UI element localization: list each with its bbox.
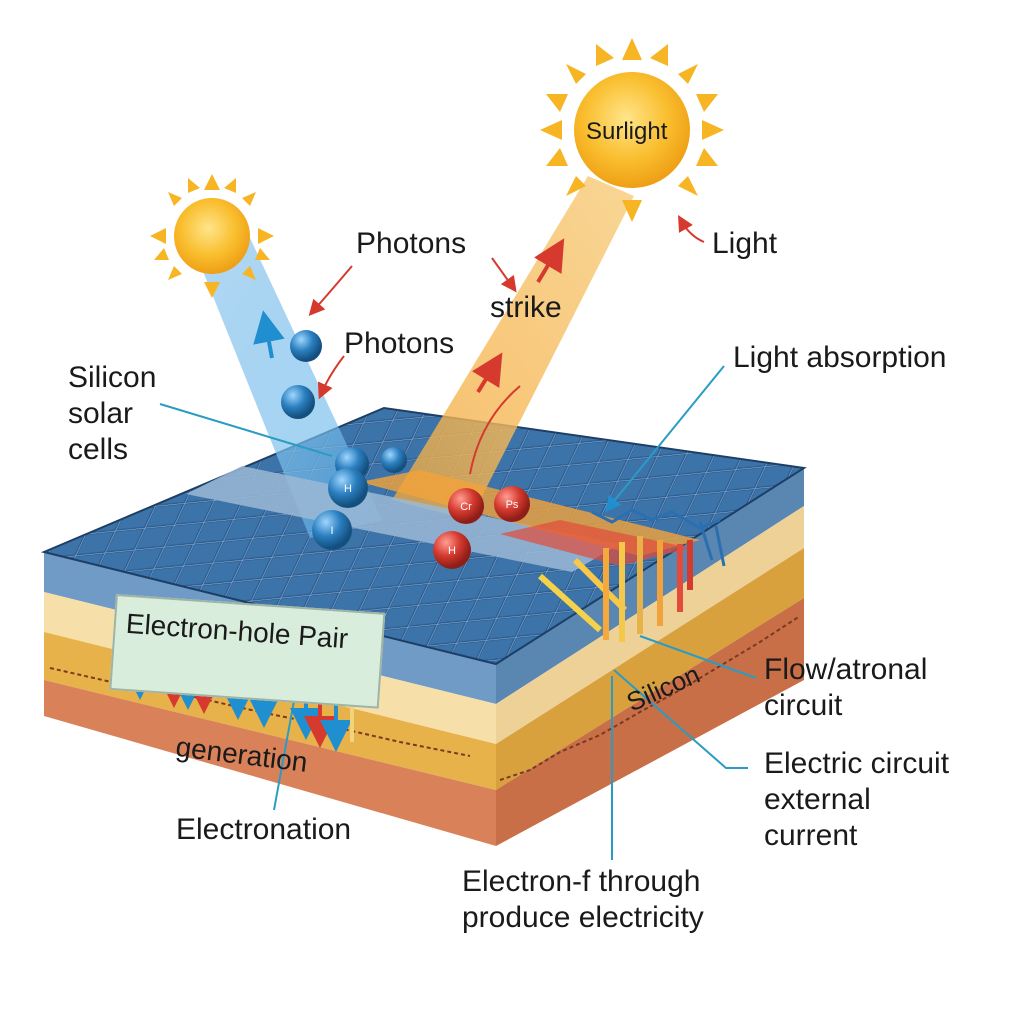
orange-light-beam [392,176,634,520]
particle-label: H [448,545,456,557]
photons-label-middle: Photons [344,327,455,360]
hole-ball [494,486,530,522]
flow-circuit-label: Flow/atronal circuit [764,653,928,722]
sun-large-icon [540,38,724,222]
particle-label: Cr [460,501,472,513]
photon-ball [290,330,322,362]
sun-small-icon [150,174,274,298]
strike-label: strike [490,291,562,324]
particle-label: Ps [506,499,519,511]
electron-flow-label: Electron-f through produce electricity [462,865,704,934]
photons-label-top: Photons [356,227,467,260]
photon-ball [281,385,315,419]
particle-label: H [344,483,352,495]
hole-ball [433,531,471,569]
photon-ball [381,447,407,473]
current-flow-strips [186,466,726,642]
electron-ball [312,510,352,550]
silicon-solar-cells-label: Silicon solar cells [68,361,157,466]
electron-hole-pair-label: Electron-hole Pair [109,594,386,709]
light-absorption-label: Light absorption [733,341,947,374]
particle-label: I [330,525,333,537]
sunlight-label: Surlight [586,118,668,145]
silicon-block-side [49,468,804,846]
electric-circuit-label: Electric circuit external current [764,747,950,852]
photon-particles-blue [281,330,407,550]
electron-ball [328,468,368,508]
leader-lines [159,365,757,860]
hole-ball [448,488,484,524]
light-label: Light [712,227,778,260]
hole-particles-red [433,486,530,569]
pointer-arrows-red [308,215,705,400]
electronation-label: Electronation [176,813,352,846]
direction-arrows [253,238,565,475]
